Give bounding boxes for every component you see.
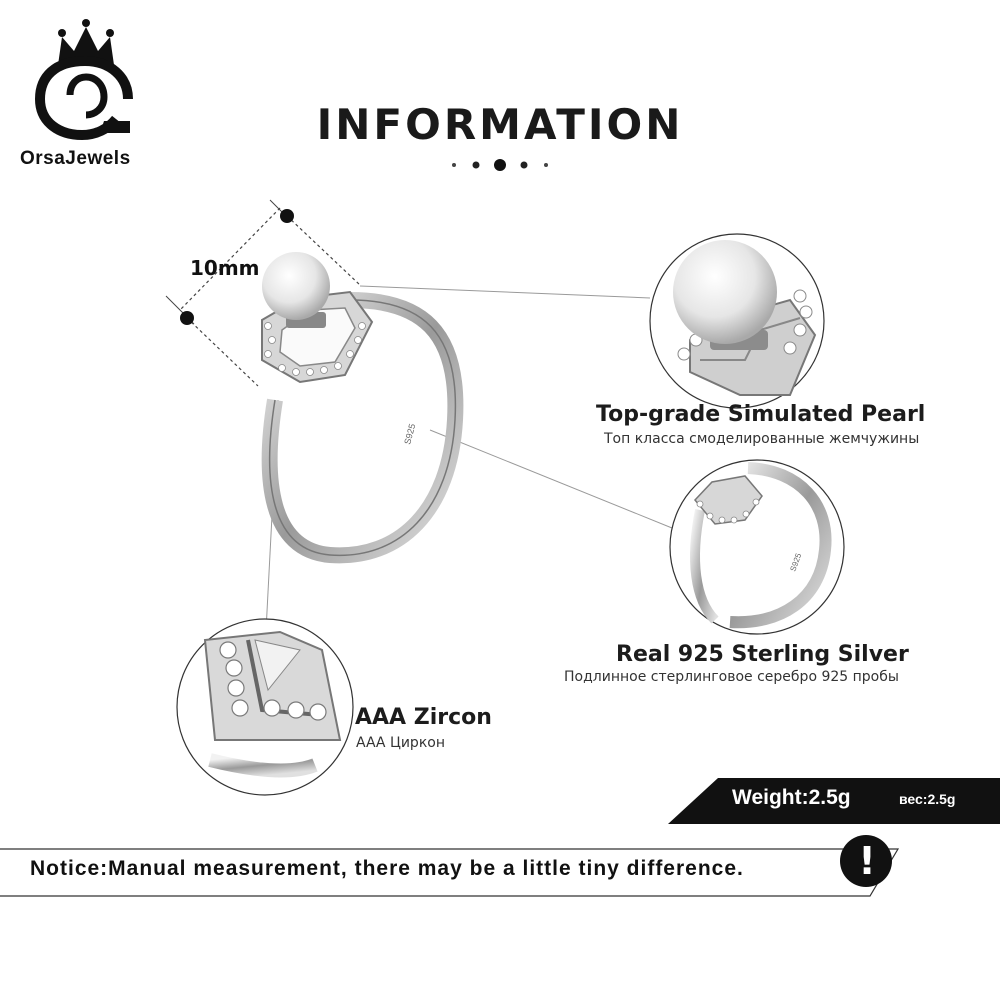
svg-text:S925: S925 — [402, 423, 417, 446]
zircon-detail-image — [176, 618, 354, 796]
notice-text: Notice:Manual measurement, there may be … — [30, 857, 744, 880]
crown-icon — [58, 19, 114, 65]
zircon-feature-title: AAA Zircon — [355, 705, 492, 730]
zircon-feature-subtitle: AAA Циркон — [356, 735, 445, 751]
brand-name: OrsaJewels — [20, 148, 131, 169]
pearl-feature-title: Top-grade Simulated Pearl — [596, 402, 926, 427]
warning-icon — [840, 835, 892, 887]
pearl-feature-subtitle: Топ класса смоделированные жемчужины — [604, 431, 920, 447]
brand-logo — [34, 19, 133, 141]
pearl-detail-image — [649, 233, 825, 409]
title-dots — [452, 159, 548, 171]
exclamation-icon: ! — [858, 839, 876, 883]
size-label: 10mm — [190, 256, 260, 280]
weight-banner — [668, 778, 1000, 824]
measurement-marker — [165, 199, 361, 387]
page-title: INFORMATION — [316, 100, 684, 149]
silver-feature-subtitle: Подлинное стерлинговое серебро 925 пробы — [564, 669, 899, 685]
silver-feature-title: Real 925 Sterling Silver — [616, 642, 909, 667]
silver-detail-image: S925 — [669, 459, 845, 635]
weight-label: Weight:2.5g — [732, 786, 851, 809]
weight-label-ru: вес:2.5g — [899, 791, 956, 807]
